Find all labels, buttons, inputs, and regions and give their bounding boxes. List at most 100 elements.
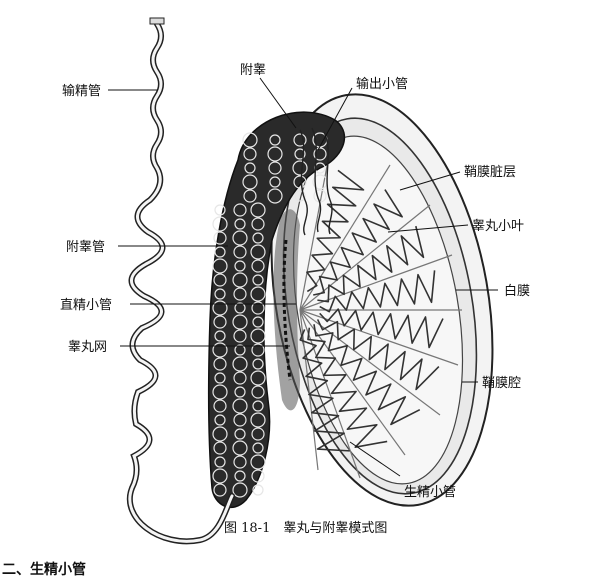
lobule-septum — [299, 309, 361, 479]
label-epididymal-duct: 附睾管 — [66, 239, 105, 255]
epididymis-coil — [251, 427, 265, 441]
epididymis-coil — [232, 314, 248, 330]
epididymis-coil — [212, 426, 228, 442]
epididymis-coil — [214, 456, 226, 468]
rete-testis-region — [273, 209, 300, 411]
epididymis-coil — [293, 133, 307, 147]
epididymis-coil — [213, 483, 227, 497]
epididymis-coil — [267, 188, 283, 204]
vas-deferens-shape — [127, 17, 235, 545]
epididymis-coil — [234, 260, 246, 272]
seminiferous-tubule-coil — [313, 324, 421, 426]
epididymis-coils — [212, 132, 328, 498]
epididymis-coil — [268, 161, 282, 175]
label-vaginal-cavity: 鞘膜腔 — [482, 376, 521, 391]
epididymis-coil — [212, 300, 228, 316]
seminiferous-tubule-coil — [313, 189, 403, 296]
epididymis-coil — [213, 231, 227, 245]
epididymis-coil — [252, 358, 264, 370]
epididymis-coil — [251, 385, 265, 399]
epididymis-coil — [212, 258, 228, 274]
leader-epididymis — [259, 77, 297, 129]
epididymis-coil — [243, 147, 257, 161]
epididymis-shape — [207, 111, 346, 509]
leader-lines — [108, 77, 498, 477]
epididymis-coil — [242, 132, 258, 148]
epididymis-coil — [233, 245, 247, 259]
epididymis-coil — [267, 146, 283, 162]
epididymis-coil — [244, 162, 256, 174]
seminiferous-tubule-coil — [317, 225, 425, 303]
label-visceral-layer: 鞘膜脏层 — [464, 165, 516, 180]
leader-visceral-layer — [399, 171, 461, 191]
epididymis-coil — [214, 414, 226, 426]
epididymis-coil — [269, 176, 281, 188]
epididymis-coil — [212, 342, 228, 358]
epididymis-coil — [232, 356, 248, 372]
label-seminiferous-tubule: 生精小管 — [404, 485, 456, 500]
lobule-septum — [299, 309, 459, 366]
epididymis-coil — [251, 301, 265, 315]
epididymis-coil — [214, 204, 226, 216]
epididymis-coil — [314, 162, 326, 174]
labels: 输精管 附睾 输出小管 鞘膜脏层 睾丸小叶 附睾管 白膜 直精小管 睾丸网 鞘膜… — [60, 62, 530, 500]
epididymis-coil — [234, 428, 246, 440]
epididymis-coil — [250, 412, 266, 428]
epididymis-coil — [250, 328, 266, 344]
epididymis-coil — [232, 230, 248, 246]
epididymis-coil — [232, 440, 248, 456]
seminiferous-tubule-coil — [319, 308, 444, 349]
label-tunica-albuginea: 白膜 — [504, 283, 530, 299]
epididymis-coil — [251, 217, 265, 231]
epididymis-coil — [232, 272, 248, 288]
seminiferous-tubule-coil — [307, 327, 388, 448]
seminiferous-tubule-coil — [319, 270, 436, 313]
seminiferous-tubule-coil — [316, 319, 440, 391]
seminiferous-tubule-coil — [306, 169, 365, 293]
epididymis-coil — [251, 259, 265, 273]
leader-efferent-ductules — [317, 87, 353, 151]
epididymis-coil — [250, 244, 266, 260]
epididymis-coil — [232, 482, 248, 498]
lobule-septum — [299, 309, 441, 416]
epididymis-coil — [243, 189, 257, 203]
epididymis-coil — [252, 232, 264, 244]
epididymis-coil — [213, 441, 227, 455]
epididymis-coil — [251, 469, 265, 483]
efferent-ductules-shape — [299, 127, 333, 236]
label-testis-lobule: 睾丸小叶 — [472, 218, 524, 234]
epididymis-coil — [212, 216, 228, 232]
epididymis-coil — [232, 398, 248, 414]
epididymis-coil — [252, 400, 264, 412]
epididymis-coil — [252, 316, 264, 328]
epididymis-coil — [233, 455, 247, 469]
epididymis-coil — [214, 372, 226, 384]
epididymis-coil — [250, 370, 266, 386]
epididymis-coil — [214, 246, 226, 258]
leader-testis-lobule — [387, 224, 469, 233]
label-epididymis: 附睾 — [240, 62, 266, 78]
epididymis-coil — [212, 468, 228, 484]
epididymis-coil — [250, 286, 266, 302]
seminiferous-tubule-coil — [299, 329, 350, 452]
epididymis-coil — [252, 484, 264, 496]
epididymis-coil — [234, 218, 246, 230]
epididymis-coil — [233, 203, 247, 217]
epididymis-coil — [213, 357, 227, 371]
epididymis-coil — [214, 330, 226, 342]
epididymis-coil — [233, 413, 247, 427]
epididymis-coil — [250, 454, 266, 470]
lobule-septum — [299, 309, 319, 471]
label-vas-deferens: 输精管 — [62, 83, 101, 99]
testis-lobules — [299, 149, 462, 479]
epididymis-coil — [252, 274, 264, 286]
epididymis-coil — [233, 287, 247, 301]
epididymis-coil — [214, 288, 226, 300]
epididymis-coil — [250, 202, 266, 218]
epididymis-coil — [213, 315, 227, 329]
epididymis-coil — [269, 134, 281, 146]
epididymis-coil — [234, 470, 246, 482]
epididymis-coil — [233, 371, 247, 385]
figure-caption: 图 18-1 睾丸与附睾模式图 — [224, 520, 387, 536]
